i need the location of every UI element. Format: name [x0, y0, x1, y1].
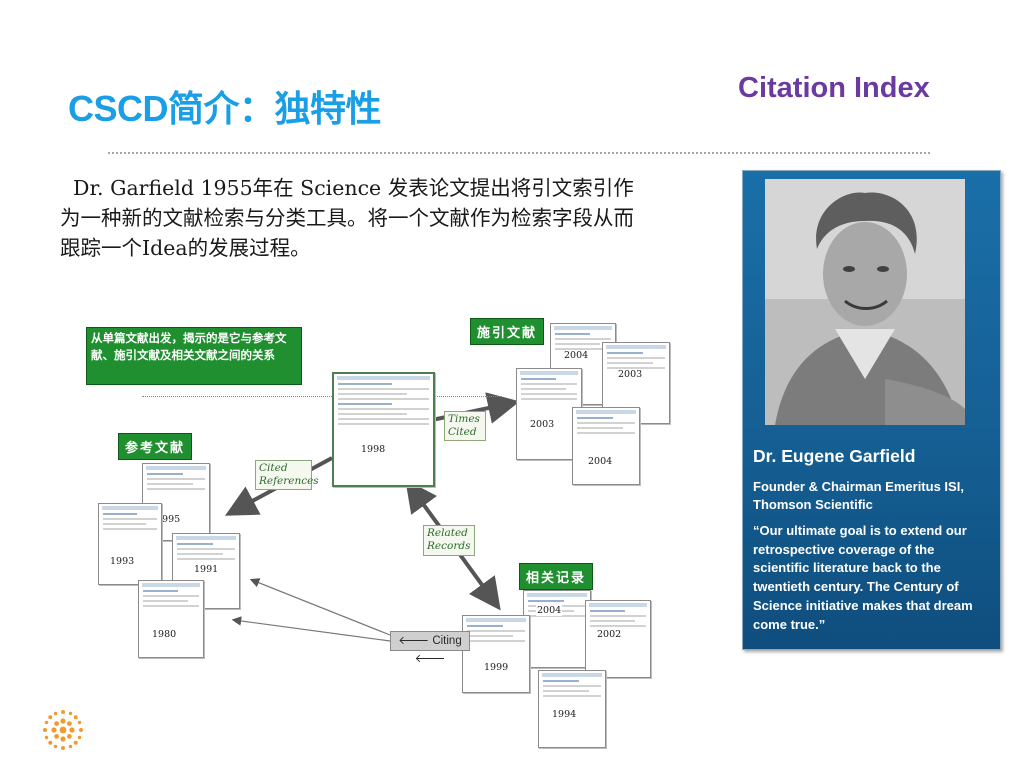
- garfield-quote: “Our ultimate goal is to extend our retr…: [753, 523, 973, 632]
- doc-year: 1994: [551, 709, 578, 720]
- doc-related-2002: 2002: [585, 600, 651, 678]
- doc-year: 1995: [155, 514, 182, 525]
- brand-title: Citation Index: [738, 72, 930, 104]
- citing-button: 🡐 Citing 🡐: [390, 631, 470, 665]
- doc-year: 1993: [109, 556, 136, 567]
- intro-paragraph: Dr. Garfield 1955年在 Science 发表论文提出将引文索引作…: [60, 173, 640, 263]
- diagram-guide-line: [142, 396, 502, 397]
- doc-year: 2003: [529, 419, 556, 430]
- doc-center-1998: 1998: [332, 372, 435, 487]
- title-cjk: 简介：独特性: [168, 89, 382, 130]
- garfield-photo: [765, 179, 965, 425]
- tag-references: 参考文献: [118, 433, 193, 460]
- intro-text: Dr. Garfield 1955年在 Science 发表论文提出将引文索引作…: [60, 173, 640, 263]
- citing-line-bottom: [231, 616, 391, 642]
- header-divider: [108, 152, 930, 154]
- doc-year: 1999: [483, 662, 510, 673]
- doc-year: 1980: [151, 629, 178, 640]
- doc-ref-1980: 1980: [138, 580, 204, 658]
- doc-year: 2003: [617, 369, 644, 380]
- label-cited-references: Cited References: [255, 460, 319, 490]
- label-related-records: Related Records: [423, 525, 475, 556]
- orange-dot-logo: [43, 710, 83, 750]
- citing-line-top: [249, 578, 391, 636]
- doc-year: 2002: [596, 629, 623, 640]
- garfield-name: Dr. Eugene Garfield: [753, 446, 916, 466]
- intro-sentence: Dr. Garfield 1955年在 Science 发表论文提出将引文索引作…: [60, 176, 634, 260]
- tag-citing-articles: 施引文献: [470, 318, 545, 345]
- doc-year: 2004: [587, 456, 614, 467]
- portrait-illustration: [765, 179, 965, 425]
- doc-year: 2004: [536, 605, 563, 616]
- doc-year: 2004: [563, 350, 590, 361]
- title-latin: CSCD: [68, 88, 169, 129]
- page-title: CSCD简介：独特性: [68, 80, 382, 132]
- label-times-cited: Times Cited: [444, 411, 486, 441]
- doc-related-1994: 1994: [538, 670, 606, 748]
- doc-year: 1991: [193, 564, 220, 575]
- garfield-role: Founder & Chairman Emeritus ISI, Thomson…: [753, 479, 964, 512]
- doc-related-2004: 2004: [523, 590, 591, 668]
- summary-box: 从单篇文献出发，揭示的是它与参考文献、施引文献及相关文献之间的关系: [86, 327, 302, 385]
- doc-citing-2003b: 2003: [516, 368, 582, 460]
- doc-ref-1993: 1993: [98, 503, 162, 585]
- doc-related-1999: 1999: [462, 615, 530, 693]
- doc-citing-2004b: 2004: [572, 407, 640, 485]
- tag-related-records: 相关记录: [519, 563, 594, 590]
- doc-year: 1998: [360, 444, 387, 455]
